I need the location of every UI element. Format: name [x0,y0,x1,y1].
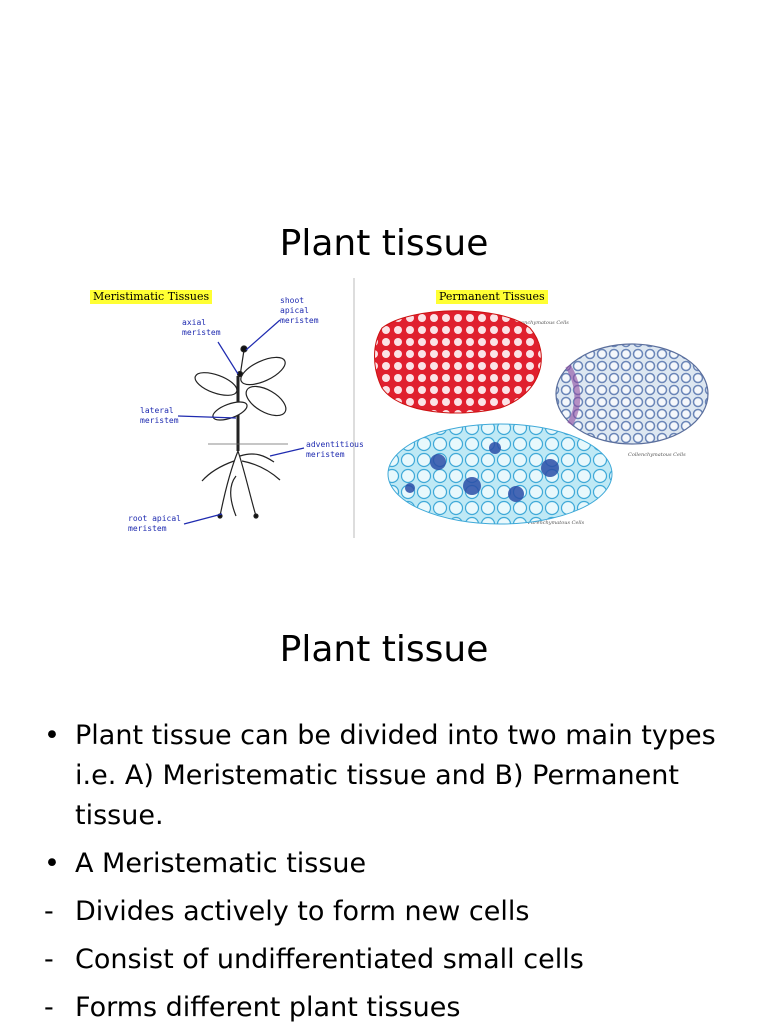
permanent-heading: Permanent Tissues [436,290,548,304]
bullet-text: Consist of undifferentiated small cells [75,944,584,975]
slide-title: Plant tissue [279,223,489,264]
caption-collenchyma: Collenchymatous Cells [628,452,686,458]
label-axial-meristem: axial meristem [182,318,221,337]
bullet-text: A Meristematic tissue [75,848,367,879]
list-item: - Divides actively to form new cells [44,892,744,932]
meristematic-heading: Meristimatic Tissues [90,290,213,304]
bullet-text: Forms different plant tissues [75,992,461,1023]
sclerenchyma-cells-image [374,310,542,414]
slide-title: Plant tissue [279,629,489,670]
bullet-marker: • [44,848,60,879]
label-adventitious-meristem: adventitious meristem [306,440,364,459]
list-item: • Plant tissue can be divided into two m… [44,716,744,836]
bullet-text: Plant tissue can be divided into two mai… [75,720,716,831]
label-lateral-meristem: lateral meristem [140,406,179,425]
dash-marker: - [44,992,54,1023]
parenchyma-cells-image [387,423,613,525]
parenchyma-vascular-bundles [405,442,559,502]
caption-parenchyma: Parenchymatous Cells [528,520,585,526]
list-item: - Consist of undifferentiated small cell… [44,940,744,980]
dash-marker: - [44,944,54,975]
bullet-list: • Plant tissue can be divided into two m… [44,716,744,1036]
list-item: - Forms different plant tissues [44,988,744,1028]
caption-sclerenchyma: Sclerenchymatous Cells [508,320,569,326]
plant-diagram-icon [194,345,288,519]
label-pointer-lines [177,319,305,525]
dash-marker: - [44,896,54,927]
bullet-marker: • [44,720,60,751]
label-shoot-apical-meristem: shoot apical meristem [280,296,319,325]
list-item: • A Meristematic tissue [44,844,744,884]
tissue-figure: Meristimatic Tissues Permanent Tissues s… [80,276,720,546]
label-root-apical-meristem: root apical meristem [128,514,181,533]
bullet-text: Divides actively to form new cells [75,896,530,927]
collenchyma-cells-image [555,343,709,445]
